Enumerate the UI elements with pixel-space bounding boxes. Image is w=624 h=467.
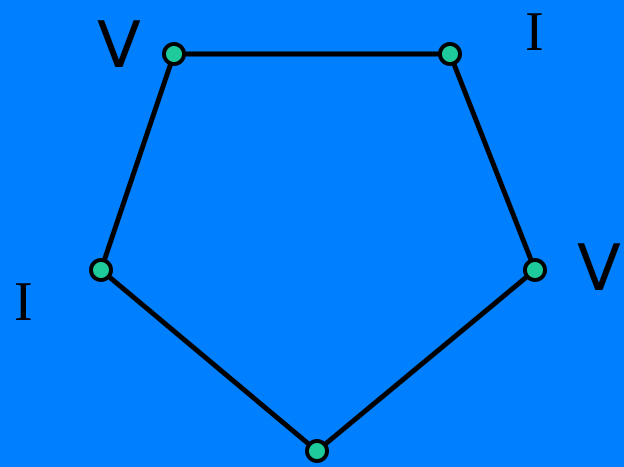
vertex-top-right <box>438 42 462 66</box>
edge-top-right-to-right <box>447 51 538 273</box>
edge-bottom-to-left <box>98 267 320 454</box>
label-top-right: I <box>525 1 544 63</box>
vertex-top-left <box>162 42 186 66</box>
label-left: I <box>14 271 33 333</box>
label-right: V <box>577 232 621 306</box>
edge-left-to-top-left <box>98 51 177 273</box>
edge-right-to-bottom <box>314 267 538 454</box>
label-top-left: V <box>97 9 141 83</box>
vertex-left <box>89 258 113 282</box>
vertex-bottom <box>305 439 329 463</box>
vertex-right <box>523 258 547 282</box>
